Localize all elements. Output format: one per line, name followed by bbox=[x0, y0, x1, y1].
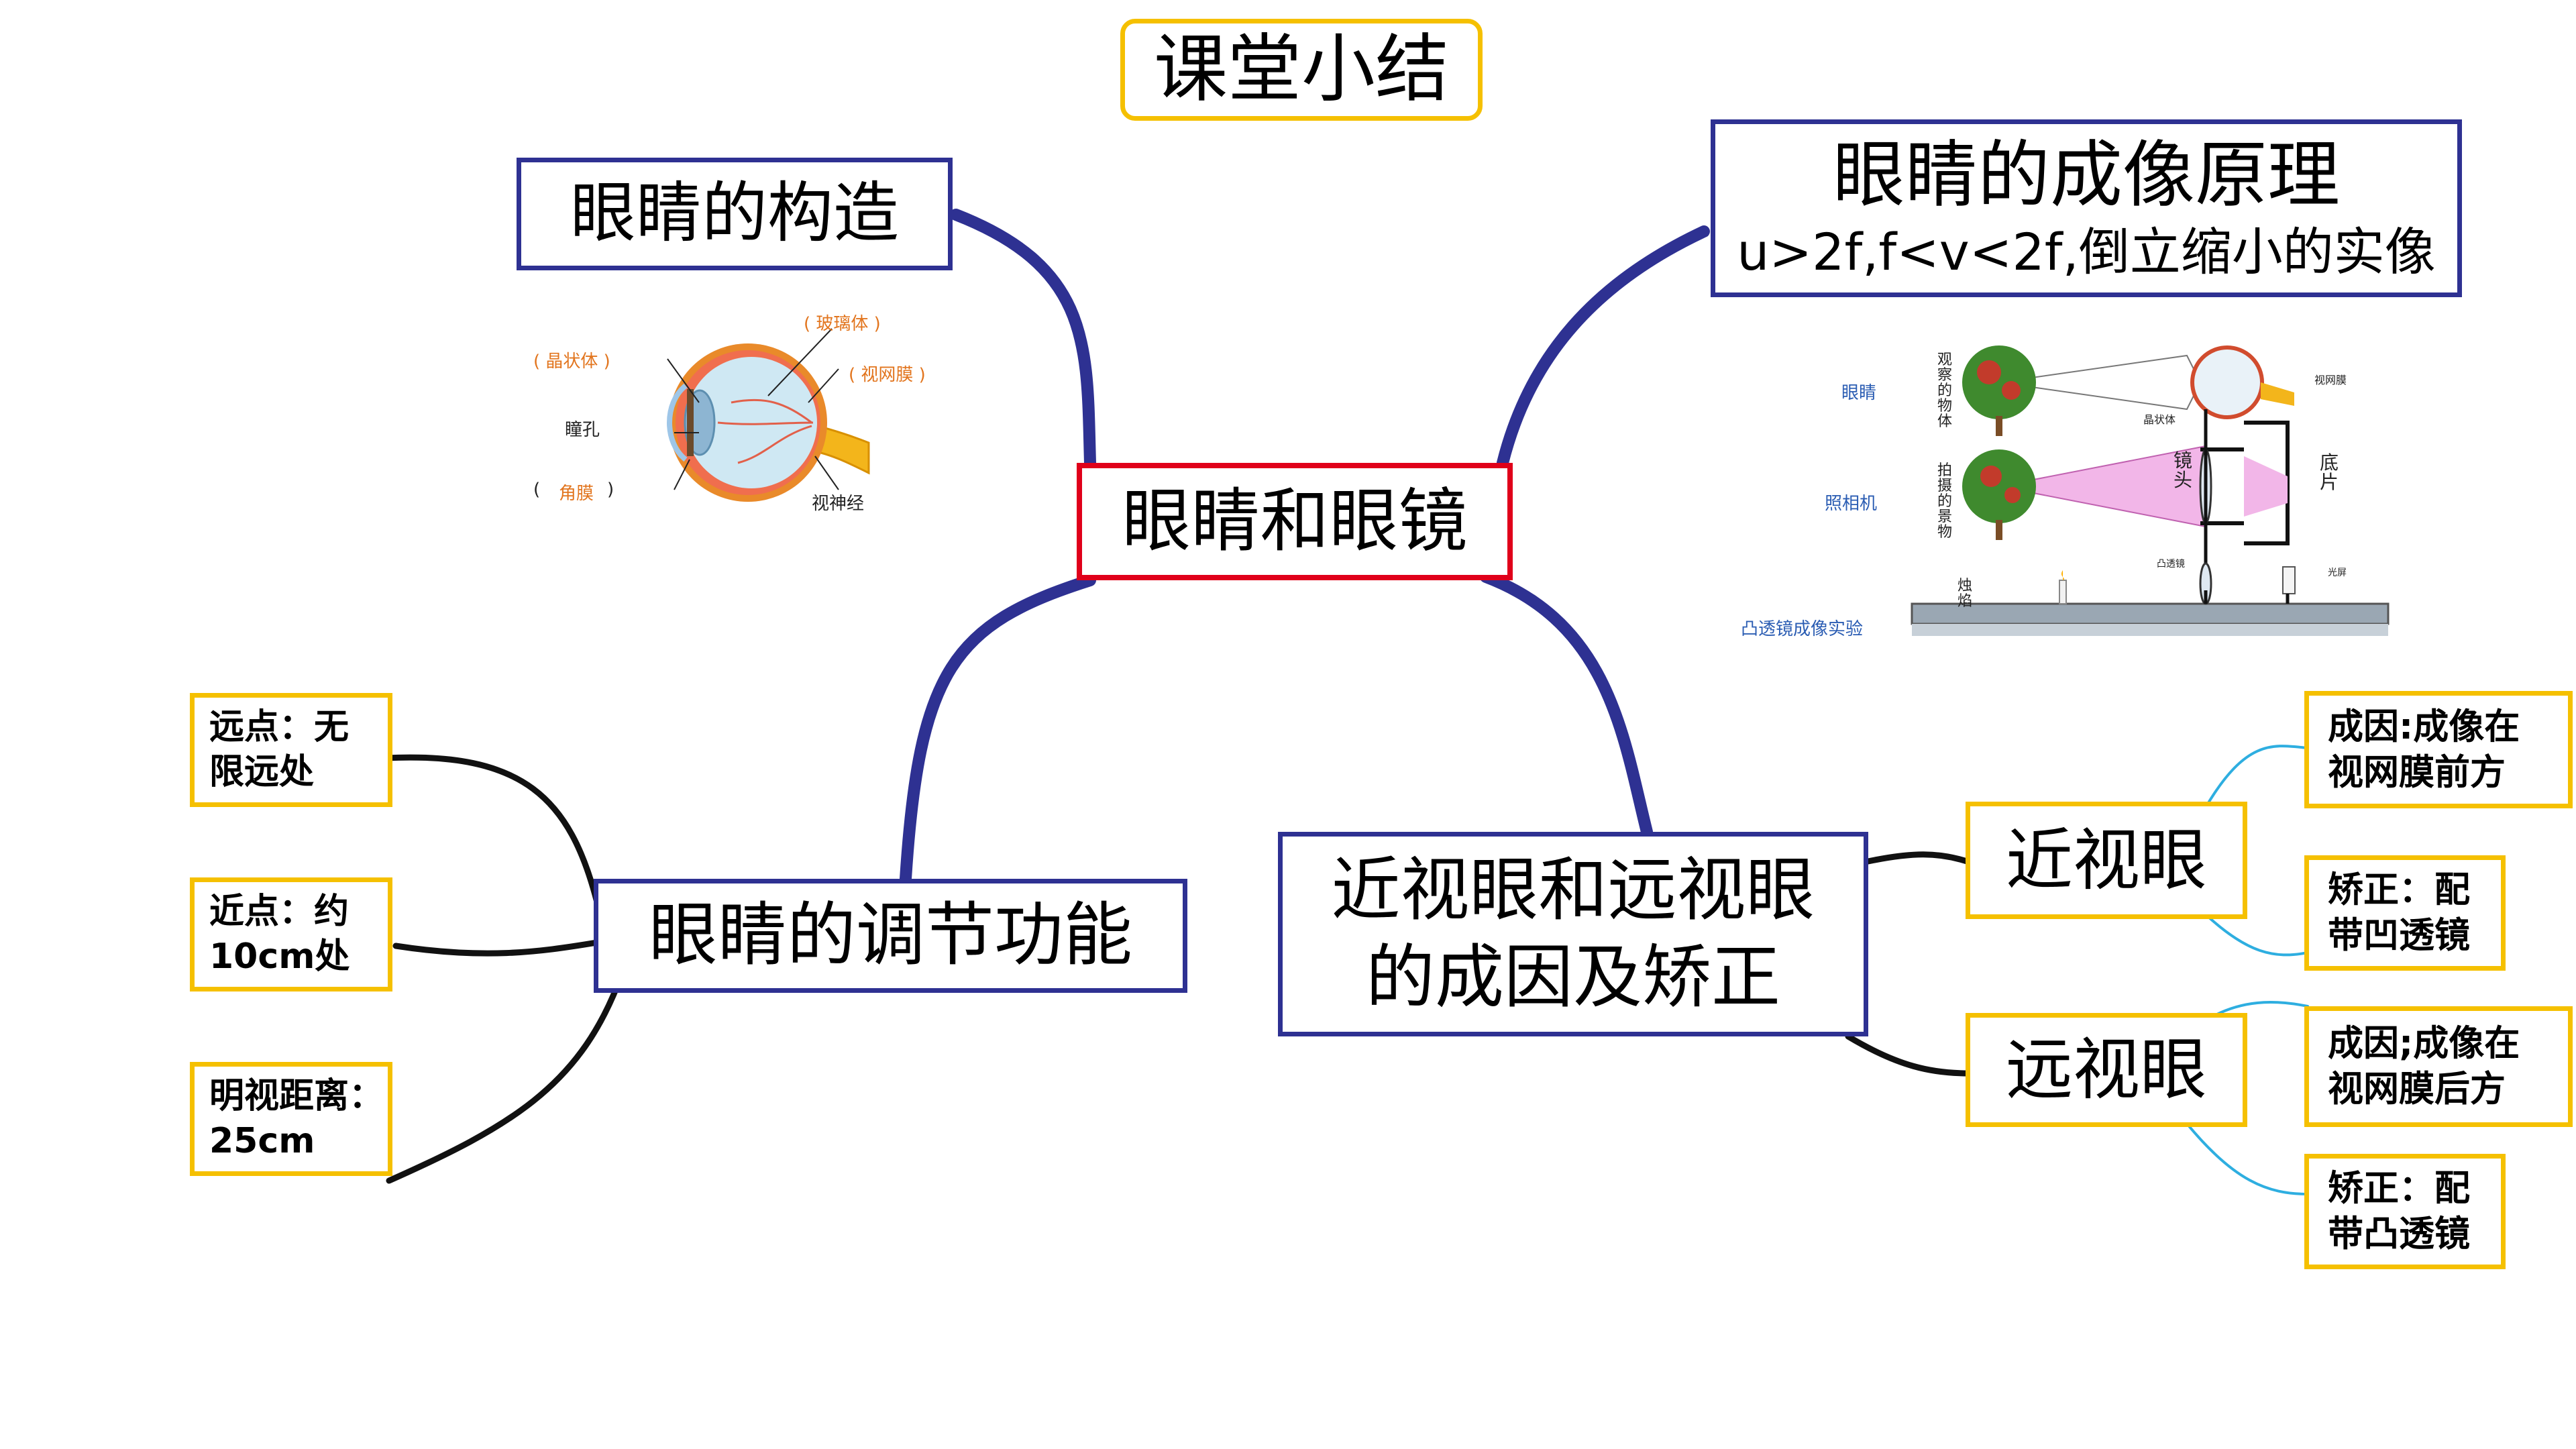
label-imaging-eye: 眼睛 bbox=[1841, 383, 1877, 403]
label-imaging-camera: 照相机 bbox=[1825, 494, 1878, 514]
hyperopia-correction: 矫正：配 带凸透镜 bbox=[2304, 1154, 2506, 1269]
label-imaging-convex: 凸透镜成像实验 bbox=[1741, 619, 1864, 639]
link-myopia-fix bbox=[2206, 914, 2309, 957]
link-myopia-cause bbox=[2206, 745, 2309, 806]
branch-adjust-function-text: 眼睛的调节功能 bbox=[649, 895, 1132, 976]
label-cornea-close: ) bbox=[607, 480, 614, 500]
link-defects-myopia bbox=[1862, 851, 1972, 865]
label-vitreous: ( 玻璃体 ) bbox=[804, 314, 881, 334]
label-crystal-small: 晶状体 bbox=[2143, 413, 2176, 426]
myopia-correction: 矫正：配 带凹透镜 bbox=[2304, 855, 2506, 971]
label-screen-small: 光屏 bbox=[2328, 568, 2347, 578]
pointer-lines bbox=[667, 328, 839, 490]
defects-line2: 的成因及矫正 bbox=[1366, 936, 1780, 1018]
hyperopia-cause-line1: 成因;成像在 bbox=[2328, 1023, 2520, 1065]
adjust-near-point: 近点：约 10cm处 bbox=[190, 877, 392, 991]
page-title-text: 课堂小结 bbox=[1154, 26, 1449, 113]
center-node: 眼睛和眼镜 bbox=[1077, 463, 1513, 580]
link-adjust-far bbox=[382, 754, 600, 906]
distance-line2: 25cm bbox=[209, 1121, 315, 1161]
tree-camera-row bbox=[1962, 449, 2036, 523]
retina-vessels bbox=[717, 398, 814, 464]
label-crystal-lens: ( 晶状体 ) bbox=[533, 352, 610, 372]
branch-eye-structure: 眼睛的构造 bbox=[517, 158, 953, 270]
myopia-cause-line2: 视网膜前方 bbox=[2328, 751, 2506, 793]
label-observed-object: 观察的物体 bbox=[1937, 352, 1953, 431]
adjust-far-point: 远点：无 限远处 bbox=[190, 693, 392, 807]
page-title: 课堂小结 bbox=[1120, 19, 1483, 121]
label-cornea: 角膜 bbox=[559, 484, 594, 504]
hyperopia-fix-line2: 带凸透镜 bbox=[2328, 1214, 2470, 1254]
imaging-formula: u>2f,f<v<2f,倒立缩小的实像 bbox=[1737, 222, 2436, 282]
link-center-adjust bbox=[900, 574, 1096, 885]
near-point-line1: 近点：约 bbox=[209, 892, 350, 932]
myopia-cause-line1: 成因:成像在 bbox=[2328, 706, 2520, 747]
adjust-clear-vision-distance: 明视距离： 25cm bbox=[190, 1062, 392, 1176]
hyperopia-cause-line2: 视网膜后方 bbox=[2328, 1069, 2506, 1110]
link-center-structure bbox=[950, 209, 1096, 469]
link-center-defects bbox=[1480, 571, 1653, 838]
link-adjust-near bbox=[392, 939, 600, 957]
label-retina-small: 视网膜 bbox=[2314, 374, 2347, 386]
myopia-cause: 成因:成像在 视网膜前方 bbox=[2304, 691, 2573, 808]
imaging-illustration bbox=[1911, 345, 2390, 636]
hyperopia-text: 远视眼 bbox=[2006, 1030, 2207, 1109]
myopia-fix-line2: 带凹透镜 bbox=[2328, 915, 2470, 956]
hyperopia-cause: 成因;成像在 视网膜后方 bbox=[2304, 1006, 2573, 1127]
link-defects-hyperopia bbox=[1845, 1033, 1972, 1077]
label-optic-nerve: 视神经 bbox=[812, 494, 865, 514]
near-point-line2: 10cm处 bbox=[209, 936, 350, 977]
far-point-line2: 限远处 bbox=[209, 752, 315, 792]
center-node-text: 眼睛和眼镜 bbox=[1122, 480, 1468, 561]
eye-row-eyeball bbox=[2190, 345, 2264, 419]
cornea-shape bbox=[667, 383, 688, 462]
hyperopia-node: 远视眼 bbox=[1966, 1013, 2247, 1127]
branch-imaging-principle: 眼睛的成像原理 u>2f,f<v<2f,倒立缩小的实像 bbox=[1711, 119, 2462, 297]
myopia-text: 近视眼 bbox=[2006, 820, 2207, 900]
iris-shape bbox=[687, 389, 694, 456]
label-retina: ( 视网膜 ) bbox=[849, 365, 926, 385]
link-adjust-distance bbox=[386, 983, 621, 1184]
hyperopia-fix-line1: 矫正：配 bbox=[2328, 1168, 2470, 1210]
far-point-line1: 远点：无 bbox=[209, 707, 350, 748]
vitreous-body bbox=[686, 357, 817, 488]
tree-eye-row bbox=[1962, 345, 2036, 419]
link-center-imaging bbox=[1497, 225, 1710, 469]
eye-structure-illustration bbox=[667, 328, 870, 502]
link-hyperopia-fix bbox=[2186, 1122, 2309, 1195]
label-candle: 烛焰 bbox=[1957, 578, 1973, 610]
optical-bench bbox=[1911, 602, 2390, 625]
label-cornea-open: ( bbox=[533, 480, 541, 500]
branch-adjust-function: 眼睛的调节功能 bbox=[594, 879, 1187, 993]
myopia-node: 近视眼 bbox=[1966, 802, 2247, 919]
distance-line1: 明视距离： bbox=[209, 1076, 384, 1117]
defects-line1: 近视眼和远视眼 bbox=[1331, 850, 1815, 931]
branch-eye-structure-text: 眼睛的构造 bbox=[570, 175, 899, 252]
label-lens-head: 镜头 bbox=[2174, 449, 2193, 492]
label-photographed-scene: 拍摄的景物 bbox=[1937, 462, 1953, 541]
label-film: 底片 bbox=[2320, 451, 2339, 494]
label-convex-small: 凸透镜 bbox=[2157, 559, 2185, 570]
imaging-title: 眼睛的成像原理 bbox=[1832, 133, 2340, 218]
branch-defects-correction: 近视眼和远视眼 的成因及矫正 bbox=[1278, 832, 1868, 1036]
label-pupil: 瞳孔 bbox=[565, 420, 600, 440]
myopia-fix-line1: 矫正：配 bbox=[2328, 869, 2470, 911]
